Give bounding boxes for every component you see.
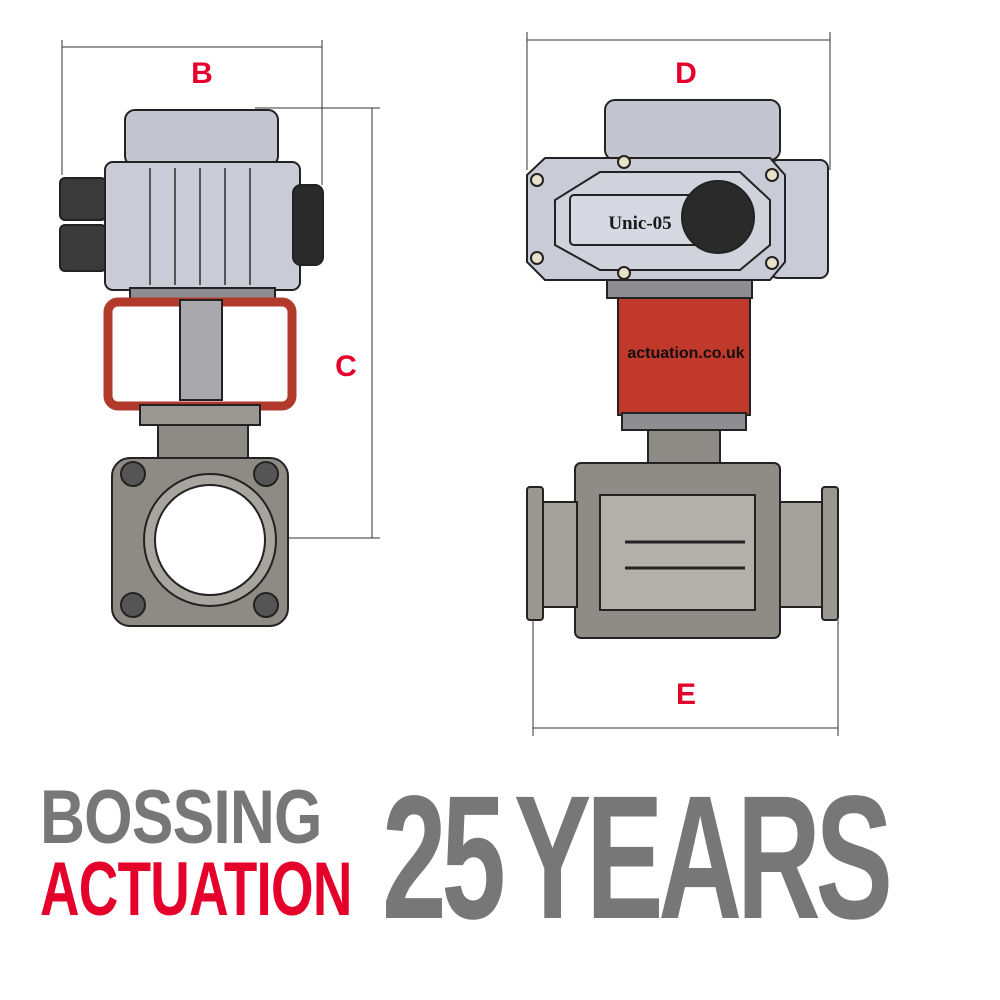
cable-gland-top — [59, 177, 107, 221]
coupling-stem — [179, 299, 223, 401]
cover-screws — [530, 155, 779, 280]
anniversary-badge: 25YEARS — [382, 770, 893, 946]
dimension-e — [532, 620, 839, 736]
bracket-website-text: actuation.co.uk — [627, 345, 744, 362]
handwheel-knob — [681, 180, 755, 254]
actuator-cover — [604, 99, 781, 161]
valve-bore — [154, 484, 266, 596]
dimension-b — [61, 40, 323, 185]
dimension-b-label: B — [191, 57, 213, 90]
dimension-e-label: E — [676, 678, 696, 711]
model-label: Unic-05 — [608, 213, 671, 234]
brand-name-line2: ACTUATION — [40, 847, 352, 932]
brand-name-line1: BOSSING — [40, 775, 322, 860]
handwheel-knob-side — [292, 184, 324, 266]
years-word: YEARS — [513, 760, 893, 956]
side-view: B C — [59, 40, 380, 627]
right-tri-clamp-flange — [821, 486, 839, 621]
actuator-body-side — [104, 161, 301, 291]
left-pipe-end — [539, 501, 578, 608]
body-bolts — [120, 461, 279, 618]
left-tri-clamp-flange — [526, 486, 544, 621]
front-view: D Unic-05 actuation.co.uk E — [526, 32, 839, 736]
dimension-c-label: C — [335, 350, 357, 383]
red-mounting-block — [617, 297, 751, 416]
actuator-cover — [124, 109, 279, 167]
dimension-d — [526, 32, 831, 170]
dimension-d-label: D — [675, 57, 697, 90]
right-pipe-end — [779, 501, 823, 608]
cable-gland-bottom — [59, 224, 107, 272]
years-number: 25 — [382, 760, 506, 956]
